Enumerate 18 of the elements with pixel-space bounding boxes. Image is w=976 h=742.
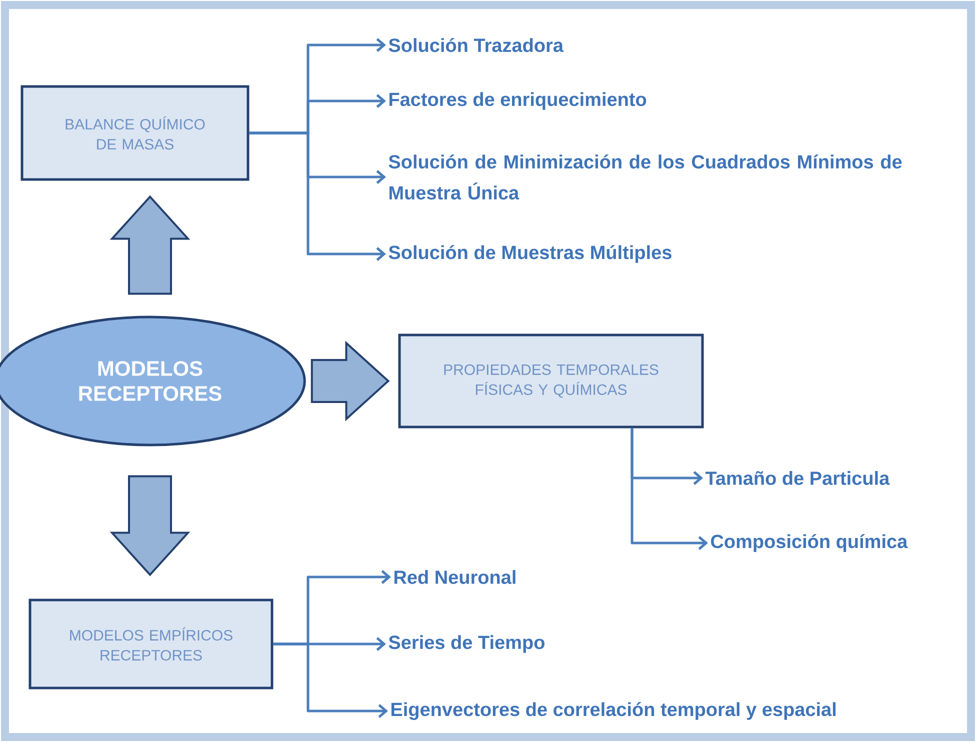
branch-label: Red Neuronal [394, 570, 516, 584]
block-arrow [110, 195, 190, 295]
process-box: PROPIEDADES TEMPORALES FÍSICAS Y QUÍMICAS [398, 334, 704, 428]
branch-label: Composición química [711, 534, 908, 552]
branch-label: Series de Tiempo [388, 635, 544, 653]
branch-label: Tamaño de Particula [705, 471, 890, 485]
branch-label: Factores de enriquecimiento [389, 92, 646, 110]
process-box: BALANCE QUÍMICO DE MASAS [20, 85, 250, 181]
branch-label: Solución de Muestras Múltiples [388, 245, 672, 263]
block-arrow [110, 475, 190, 576]
block-arrow [310, 340, 390, 422]
branch-label: Solución Trazadora [388, 38, 564, 52]
branch-label: Solución de Minimización de los Cuadrados Mínimos de Muestra Única [388, 154, 902, 200]
arrow [273, 642, 388, 718]
arrow [249, 132, 386, 261]
branch-label: Eigenvectores de correlación temporal y espacial [391, 702, 836, 720]
arrow [630, 428, 708, 550]
process-box: MODELOS EMPÍRICOS RECEPTORES [28, 598, 274, 690]
